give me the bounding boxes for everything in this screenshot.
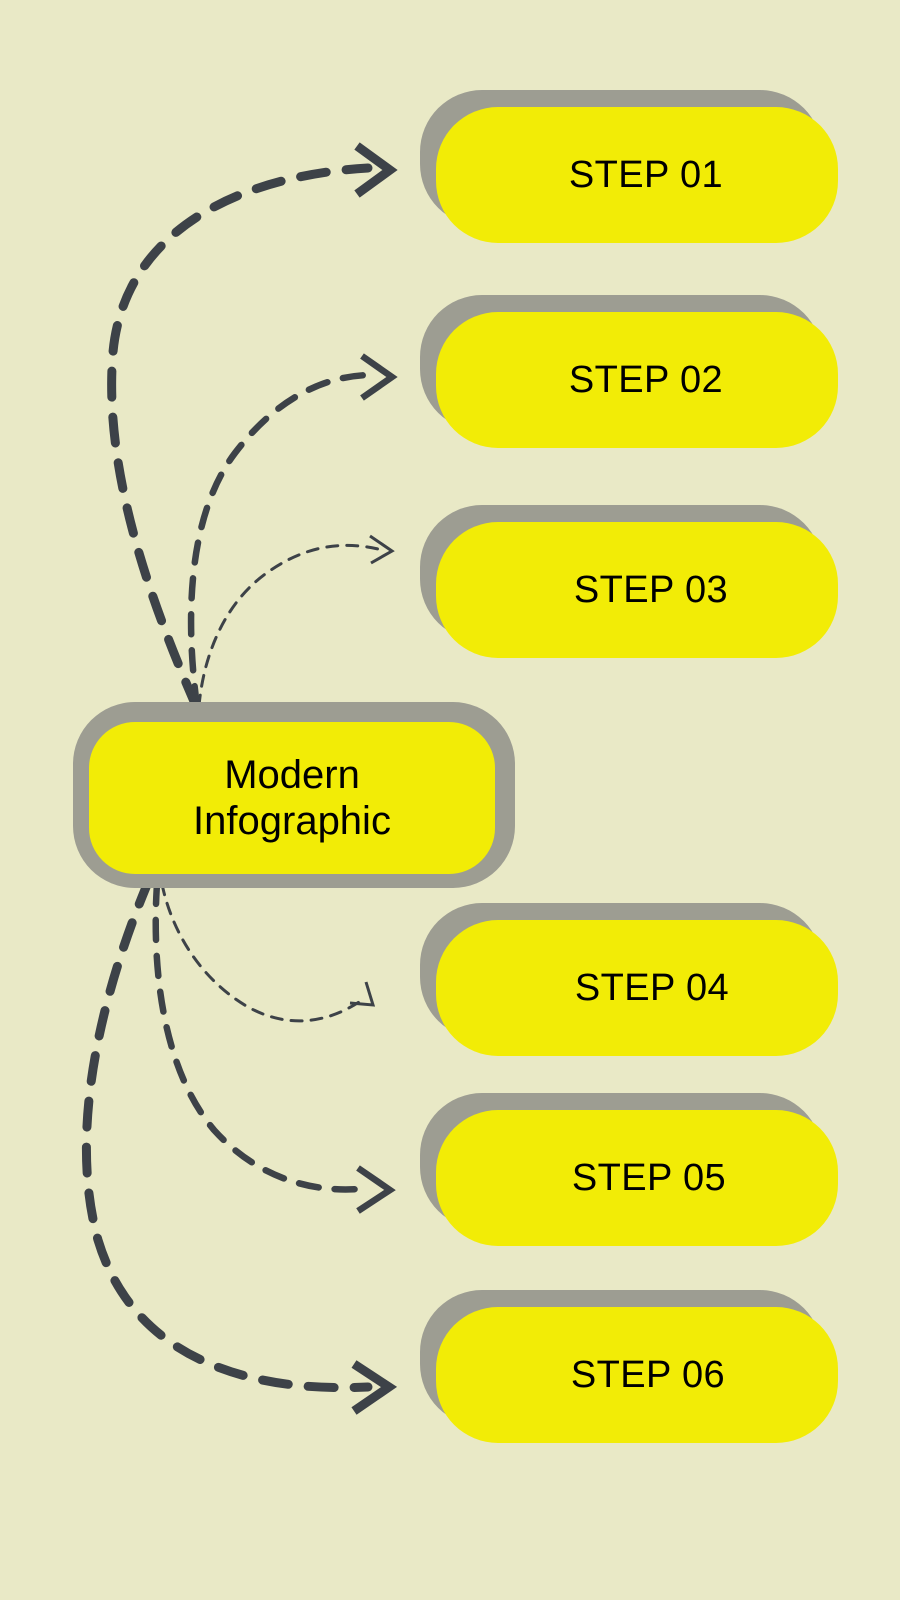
step-card-face: STEP 04	[436, 920, 838, 1056]
step-card-02[interactable]: STEP 02	[420, 295, 838, 448]
arrow-to-step-01	[107, 142, 398, 711]
center-title-line-2: Infographic	[193, 799, 391, 843]
step-card-face: STEP 01	[436, 107, 838, 243]
arrow-to-step-05	[152, 880, 396, 1214]
step-label: STEP 03	[573, 568, 729, 611]
center-title-line-1: Modern	[224, 752, 360, 797]
step-card-face: STEP 06	[436, 1307, 838, 1443]
arrow-to-step-02	[187, 353, 398, 710]
center-node-face: Modern Infographic	[89, 722, 495, 874]
step-label: STEP 04	[574, 966, 730, 1009]
arrow-to-step-06	[81, 875, 398, 1415]
step-label: STEP 01	[568, 153, 724, 196]
step-card-face: STEP 05	[436, 1110, 838, 1246]
step-label: STEP 05	[571, 1156, 727, 1199]
step-card-01[interactable]: STEP 01	[420, 90, 838, 243]
step-label: STEP 06	[570, 1353, 726, 1396]
step-card-05[interactable]: STEP 05	[420, 1093, 838, 1246]
step-card-face: STEP 03	[436, 522, 838, 658]
arrow-to-step-04	[160, 882, 376, 1023]
center-node[interactable]: Modern Infographic	[73, 702, 515, 888]
step-card-face: STEP 02	[436, 312, 838, 448]
step-card-06[interactable]: STEP 06	[420, 1290, 838, 1443]
step-label: STEP 02	[568, 358, 724, 401]
arrow-to-step-03	[197, 534, 395, 708]
step-card-03[interactable]: STEP 03	[420, 505, 838, 658]
step-card-04[interactable]: STEP 04	[420, 903, 838, 1056]
